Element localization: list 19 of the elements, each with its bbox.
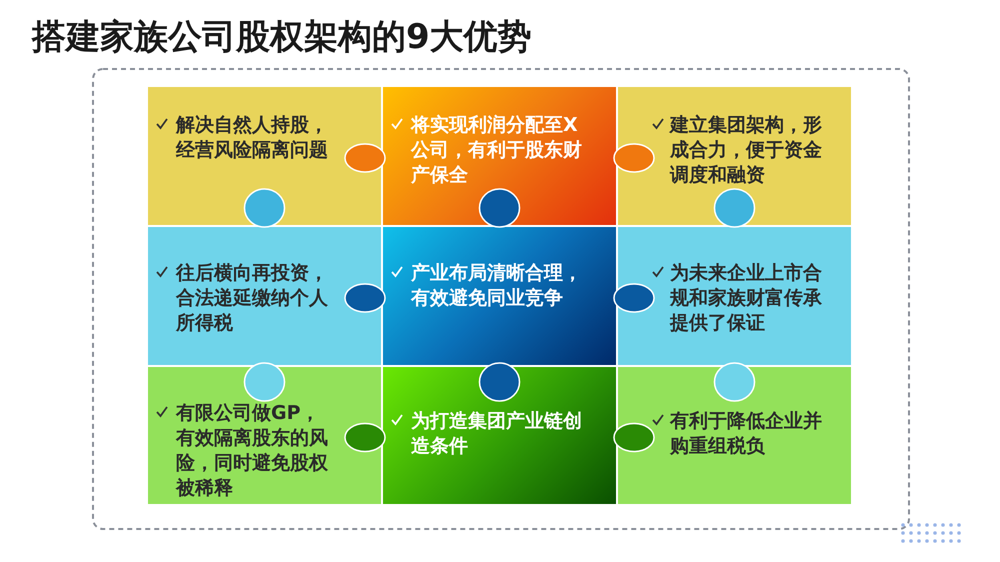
- puzzle-piece: [617, 86, 852, 226]
- piece-text: 建立集团架构，形成合力，便于资金调度和融资: [670, 113, 823, 188]
- puzzle-piece: [617, 226, 852, 366]
- center-puzzle-piece: [382, 86, 617, 226]
- piece-text: 产业布局清晰合理，有效避免同业竞争: [411, 261, 583, 311]
- piece-text: 往后横向再投资，合法递延缴纳个人所得税: [176, 261, 329, 336]
- piece-text: 为打造集团产业链创造条件: [411, 409, 583, 459]
- center-puzzle-piece: [382, 366, 617, 505]
- piece-text: 有利于降低企业并购重组税负: [670, 409, 823, 459]
- piece-text: 有限公司做GP，有效隔离股东的风险，同时避免股权被稀释: [176, 401, 329, 501]
- puzzle-piece: [147, 366, 382, 505]
- piece-text: 解决自然人持股，经营风险隔离问题: [176, 113, 329, 163]
- center-puzzle-piece: [382, 226, 617, 366]
- puzzle-piece: [147, 226, 382, 366]
- piece-text: 将实现利润分配至X公司，有利于股东财产保全: [411, 113, 583, 188]
- piece-text: 为未来企业上市合规和家族财富传承提供了保证: [670, 261, 823, 336]
- puzzle-piece: [617, 366, 852, 505]
- puzzle-piece: [147, 86, 382, 226]
- title: 搭建家族公司股权架构的9大优势: [32, 16, 532, 59]
